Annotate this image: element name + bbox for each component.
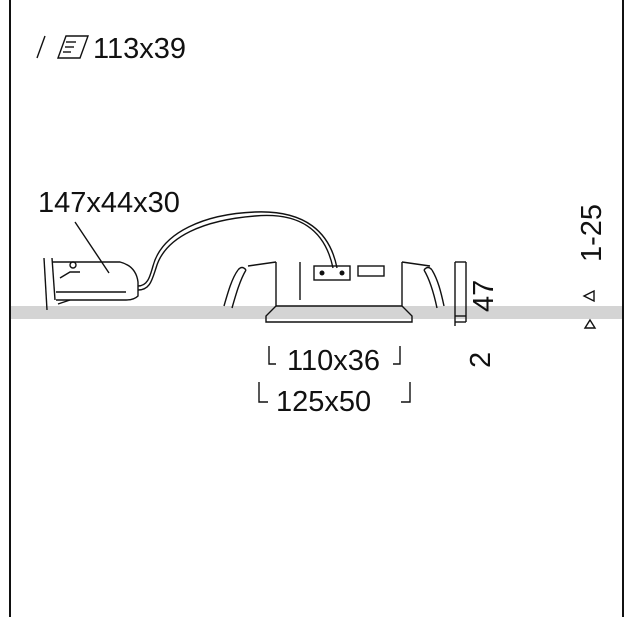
outer-width-label: 125x50 [276,386,371,418]
flange-label: 2 [465,352,497,368]
ceiling-cutout-icon [36,35,89,59]
driver-label: 147x44x30 [38,187,180,219]
ceiling-band [11,306,622,319]
ceiling-thickness-label: 1-25 [576,204,608,262]
inner-width-label: 110x36 [287,345,380,377]
driver-leader [74,221,110,274]
inner-width-bracket [268,346,401,365]
luminaire-housing [247,261,431,323]
driver-cable [137,214,334,291]
driver-cable-inner [137,211,338,287]
height-label: 47 [468,280,500,312]
drawing-frame [9,0,624,617]
spring-clip-right [423,266,445,309]
height-dimension [454,261,467,326]
ceiling-thickness-arrows [582,289,597,329]
outer-width-bracket [258,382,411,403]
cutout-label: 113x39 [93,33,186,65]
driver-unit [43,257,139,311]
spring-clip-left [223,266,247,309]
